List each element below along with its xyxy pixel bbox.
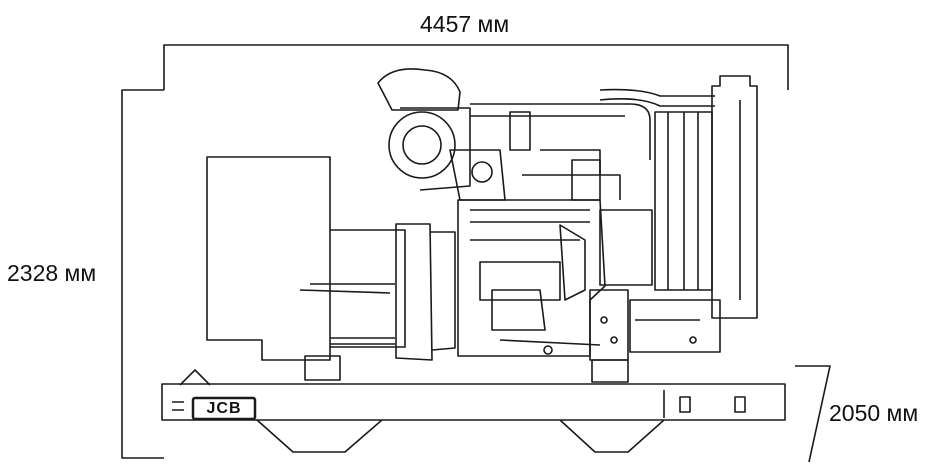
- base-vent: [172, 401, 184, 411]
- jcb-logo-text: JCB: [206, 400, 242, 417]
- lifting-slot-1: [679, 396, 691, 413]
- jcb-logo: [191, 396, 257, 421]
- height-dimension-label: 2328 мм: [7, 260, 97, 286]
- air-filter-assembly: [377, 68, 493, 191]
- length-dimension-line: [163, 44, 789, 90]
- side-cabinet: [589, 289, 721, 361]
- engine-block: [449, 149, 621, 357]
- height-dimension-line: [121, 89, 164, 459]
- lifting-slot-2: [734, 396, 746, 413]
- base-frame: [161, 369, 786, 453]
- alternator-housing: [206, 156, 456, 361]
- top-pipework: [470, 88, 715, 160]
- rear-mount: [591, 359, 629, 383]
- width-dimension-label: 2050 мм: [829, 400, 919, 426]
- front-mount: [304, 355, 341, 381]
- length-dimension-label: 4457 мм: [420, 11, 510, 37]
- width-dimension-line: [795, 365, 831, 463]
- radiator: [599, 75, 758, 319]
